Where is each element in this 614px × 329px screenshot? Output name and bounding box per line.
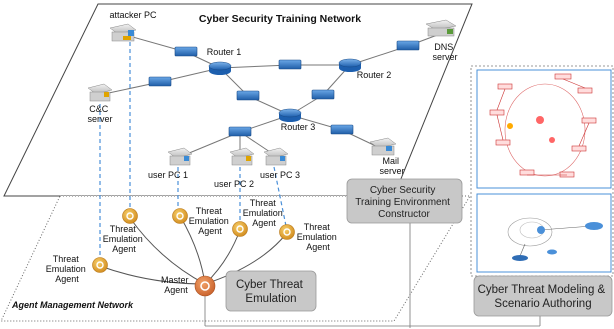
agent-left-label: Threat Emulation Agent <box>46 254 89 284</box>
scenario-graph-mini <box>489 73 597 178</box>
constructor-box[interactable] <box>346 178 463 224</box>
network-graph-screenshot <box>476 193 612 273</box>
user-pc-1-icon <box>167 147 193 166</box>
constructor-box-label: Cyber Security Training Environment Cons… <box>355 185 452 220</box>
switch-c <box>396 40 420 51</box>
router-2-icon <box>338 58 362 72</box>
mail-server-label: Mail server <box>379 156 404 176</box>
user-pc-2-label: user PC 2 <box>214 179 254 189</box>
cc-server-label: C&C server <box>87 104 112 124</box>
switch-g <box>330 124 354 135</box>
agent-pc1-label: Threat Emulation Agent <box>189 206 232 236</box>
router-3-icon <box>278 108 302 122</box>
switch-f <box>311 89 335 100</box>
switch-b <box>278 59 302 70</box>
agent-mid-icon <box>122 208 138 224</box>
router-2-label: Router 2 <box>357 70 392 80</box>
agent-pc3-label: Threat Emulation Agent <box>297 222 340 252</box>
network-title: Cyber Security Training Network <box>199 13 361 25</box>
user-pc-2-icon <box>229 147 255 166</box>
master-agent-icon <box>194 275 216 297</box>
user-pc-3-label: user PC 3 <box>260 170 300 180</box>
switch-a <box>174 46 198 57</box>
router-1-icon <box>208 61 232 75</box>
emulation-box[interactable] <box>225 270 317 312</box>
agent-dashed-links <box>99 42 287 258</box>
switch-h <box>228 126 252 137</box>
switch-e <box>236 90 260 101</box>
router-1-label: Router 1 <box>207 47 242 57</box>
modeling-box[interactable] <box>473 275 613 317</box>
agent-pc2-icon <box>232 221 248 237</box>
agent-pc1-icon <box>172 208 188 224</box>
agent-management-plane <box>0 195 471 322</box>
agent-mid-label: Threat Emulation Agent <box>103 224 146 254</box>
mail-server-icon <box>369 137 397 156</box>
user-pc-3-icon <box>263 147 289 166</box>
dns-server-icon <box>425 19 457 37</box>
attacker-pc-label: attacker PC <box>109 10 157 20</box>
cc-server-icon <box>87 83 113 102</box>
agent-network-label: Agent Management Network <box>11 300 134 310</box>
switch-d <box>148 76 172 87</box>
modeling-box-label: Cyber Threat Modeling & Scenario Authori… <box>478 284 609 310</box>
dns-server-label: DNS server <box>432 42 457 62</box>
user-pc-1-label: user PC 1 <box>148 170 188 180</box>
agent-pc3-icon <box>279 224 295 240</box>
network-graph-mini <box>507 217 603 261</box>
attacker-pc-icon <box>109 23 137 42</box>
emulation-box-label: Cyber Threat Emulation <box>236 279 306 305</box>
agent-pc2-label: Threat Emulation Agent <box>243 198 286 228</box>
master-agent-label: Master Agent <box>161 275 191 295</box>
router-3-label: Router 3 <box>281 122 316 132</box>
agent-left-icon <box>92 257 108 273</box>
scenario-graph-screenshot <box>476 69 612 189</box>
